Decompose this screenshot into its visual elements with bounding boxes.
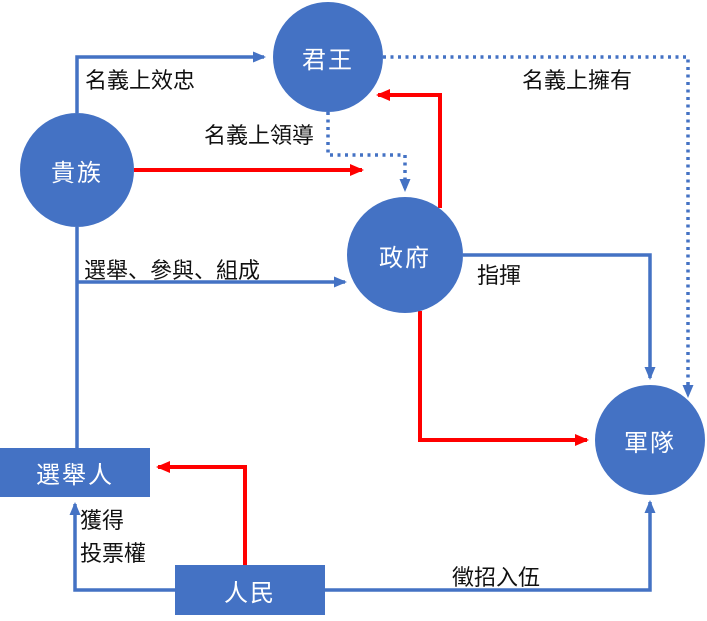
node-nobility: 貴族 bbox=[20, 113, 134, 227]
edge-label-gain-voting-rights: 獲得 投票權 bbox=[80, 508, 147, 566]
edge-label-conscription: 徵招入伍 bbox=[452, 565, 541, 590]
edge-command bbox=[463, 253, 656, 380]
node-government: 政府 bbox=[347, 197, 463, 313]
edge-nominal-allegiance bbox=[75, 51, 266, 113]
edge-label-nominal-allegiance: 名義上效忠 bbox=[85, 68, 196, 93]
edge-red-government-monarch bbox=[376, 89, 442, 208]
edge-label-command: 指揮 bbox=[477, 263, 522, 288]
node-electors: 選舉人 bbox=[0, 448, 150, 497]
node-people: 人民 bbox=[175, 565, 325, 615]
edge-red-people-electors bbox=[156, 461, 247, 565]
edge-gain-voting-rights bbox=[69, 502, 175, 592]
edge-label-nominal-ownership: 名義上擁有 bbox=[522, 68, 633, 93]
edge-nominal-leadership bbox=[326, 112, 411, 192]
edge-label-elect-participate-form: 選舉、參與、組成 bbox=[84, 258, 261, 283]
node-monarch: 君王 bbox=[273, 2, 383, 112]
node-military: 軍隊 bbox=[595, 385, 705, 495]
edge-label-nominal-leadership: 名義上領導 bbox=[204, 123, 315, 148]
edge-red-government-military bbox=[418, 311, 589, 446]
edge-conscription bbox=[325, 500, 656, 592]
